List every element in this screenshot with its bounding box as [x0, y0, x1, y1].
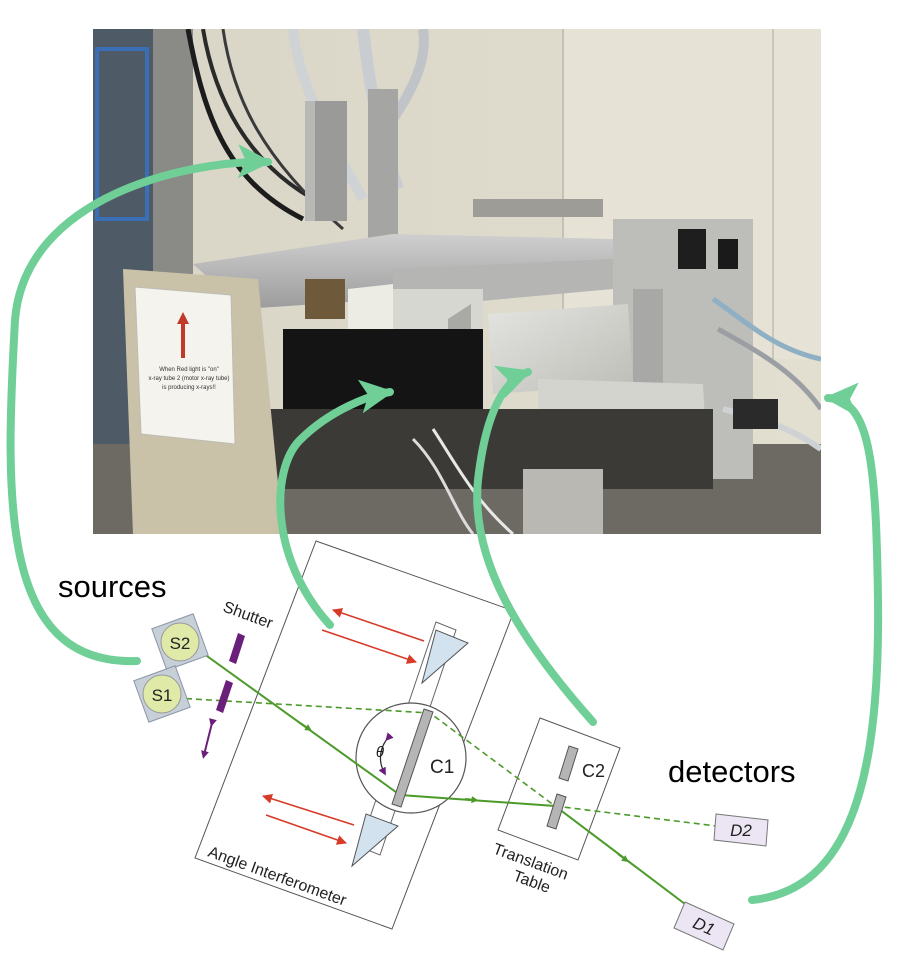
stepper-motor-2 — [718, 239, 738, 269]
s2-label: S2 — [170, 634, 191, 653]
sources-label: sources — [58, 569, 167, 604]
detector-connector — [733, 399, 778, 429]
blue-frame — [95, 47, 149, 221]
aluminum-block — [523, 469, 603, 534]
sign-line-1: When Red light is "on" — [159, 367, 219, 373]
source-s1: S1 — [133, 665, 191, 723]
detectors-label: detectors — [668, 754, 796, 789]
shutter-upper-bar — [229, 633, 245, 664]
callout-sources — [6, 144, 272, 666]
cable-grey — [716, 326, 821, 411]
s1-label: S1 — [152, 686, 173, 705]
crystal-c2-lower — [546, 793, 567, 830]
cable — [201, 29, 334, 211]
beam-arrow — [299, 722, 312, 731]
red-arrow-upper-back — [332, 608, 425, 642]
wire — [411, 437, 475, 534]
cable-blue — [711, 296, 821, 362]
c1-label: C1 — [430, 757, 454, 778]
back-beam — [473, 199, 603, 217]
wire — [431, 428, 514, 534]
red-arrow-upper-forward — [321, 629, 417, 664]
source-s2: S2 — [151, 613, 209, 671]
theta-arc — [378, 732, 394, 776]
beam-arrow — [464, 796, 479, 804]
red-arrow-lower-forward — [265, 814, 347, 845]
cable — [185, 29, 305, 222]
brass-part — [305, 279, 345, 319]
stepper-motor — [678, 229, 706, 269]
beam-s1-d2 — [175, 697, 717, 827]
red-arrow-lower-back — [262, 793, 355, 826]
theta-label: θ — [376, 744, 384, 761]
translation-table-frame — [497, 717, 621, 861]
crystal-c1 — [391, 708, 434, 808]
callout-interferometer — [276, 379, 394, 629]
shutter-label: Shutter — [221, 599, 276, 633]
detector-d1: D1 — [673, 901, 735, 951]
beam-arrow — [617, 853, 629, 863]
shutter-motion-arrow — [201, 718, 217, 759]
callout-translation-table — [473, 365, 597, 726]
lower-prism — [351, 813, 399, 868]
shutter-lower-bar — [216, 680, 233, 713]
up-arrow-icon — [177, 312, 189, 324]
detector-d2: D2 — [713, 813, 769, 847]
left-rack — [153, 29, 193, 279]
up-arrow-shaft — [181, 323, 185, 358]
warning-sign: When Red light is "on" x-ray tube 2 (mot… — [134, 286, 236, 445]
tube-highlight — [305, 101, 315, 221]
upper-prism — [421, 629, 469, 685]
c2-label: C2 — [582, 761, 605, 781]
sign-line-3: is producing x-rays!! — [162, 385, 216, 391]
d2-label: D2 — [730, 821, 752, 840]
callout-detectors — [748, 382, 883, 904]
crystal-c2-upper — [558, 745, 579, 782]
cable-white — [388, 29, 429, 122]
sign-line-2: x-ray tube 2 (motor x-ray tube) — [148, 376, 229, 382]
tube-column-2 — [368, 89, 398, 239]
